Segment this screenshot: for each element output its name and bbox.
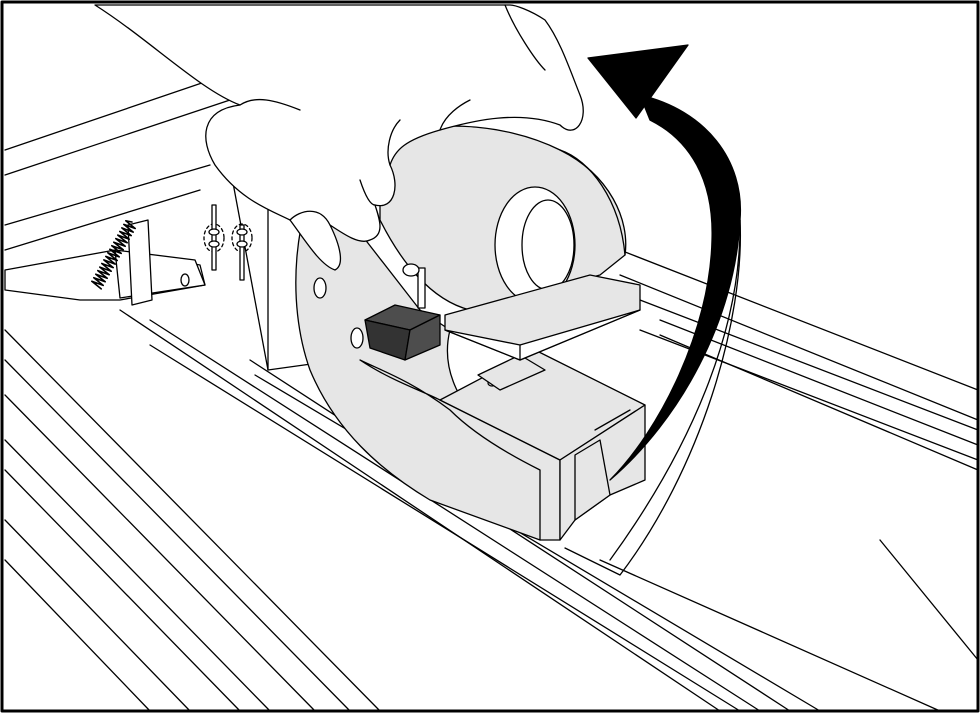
clamp-block (364, 263, 441, 361)
roller-cylinder (379, 125, 627, 311)
hand-icon (94, 4, 584, 271)
curved-arrow-icon (564, 44, 742, 576)
pin-icon (203, 204, 253, 281)
spring-icon (91, 220, 136, 290)
support-plate (444, 274, 641, 361)
machine-bed-rails (4, 69, 979, 712)
spring-lever-assembly (4, 219, 206, 306)
